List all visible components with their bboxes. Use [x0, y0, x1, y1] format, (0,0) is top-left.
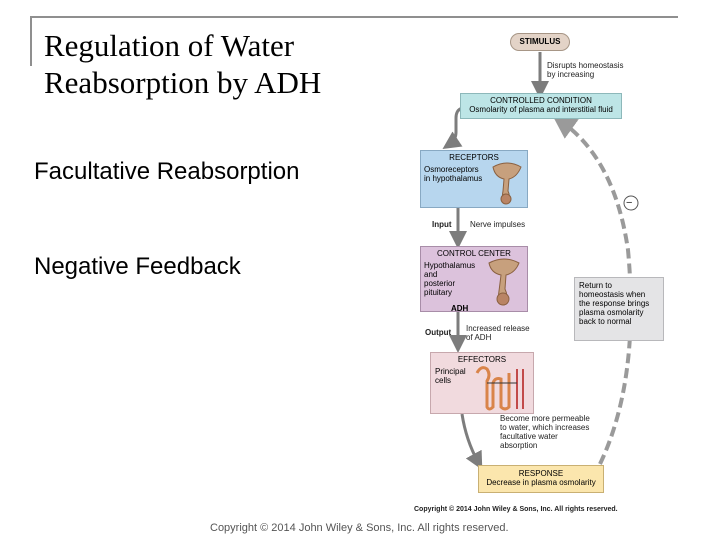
effectors-line-2: cells [435, 376, 452, 385]
control-line-1: Hypothalamus [424, 261, 476, 270]
return-line-2: homeostasis when [579, 290, 646, 299]
permeable-line-2: to water, which increases [500, 423, 590, 432]
feedback-arrow [552, 115, 633, 465]
receptors-title: RECEPTORS [449, 153, 499, 162]
arrow-to-receptors [442, 106, 463, 149]
slide-footer: Copyright © 2014 John Wiley & Sons, Inc.… [210, 522, 509, 534]
input-text: Nerve impulses [470, 220, 526, 229]
minus-sign: − [626, 197, 633, 209]
return-line-4: plasma osmolarity [579, 308, 644, 317]
stimulus-pill: STIMULUS [510, 33, 570, 51]
kidney-tubule-illustration [475, 366, 524, 411]
permeable-line-3: facultative water [500, 432, 558, 441]
adh-label: ADH [451, 304, 469, 313]
control-center-box: CONTROL CENTER Hypothalamus and posterio… [420, 246, 528, 313]
control-line-4: pituitary [424, 288, 453, 297]
effectors-text: Principal cells [435, 367, 529, 385]
title-frame-top [30, 16, 678, 18]
return-line-5: back to normal [579, 317, 632, 326]
permeable-text: Become more permeable to water, which in… [500, 414, 590, 450]
effectors-title: EFFECTORS [457, 355, 507, 364]
title-line-2: Reabsorption by ADH [44, 65, 322, 100]
disrupts-text: Disrupts homeostasis by increasing [547, 61, 623, 79]
output-line-2: of ADH [466, 333, 492, 342]
control-line-3: posterior [424, 279, 456, 288]
pituitary-illustration [488, 258, 520, 306]
output-text: Increased release of ADH [466, 324, 530, 342]
title-line-1: Regulation of Water [44, 28, 295, 63]
receptors-line-2: in hypothalamus [424, 174, 483, 183]
receptors-text: Osmoreceptors in hypothalamus [424, 165, 524, 183]
control-line-2: and [424, 270, 438, 279]
slide-title: Regulation of Water Reabsorption by ADH [44, 27, 321, 101]
output-label: Output [425, 328, 452, 337]
permeable-line-1: Become more permeable [500, 414, 590, 423]
effectors-box: EFFECTORS Principal cells [430, 352, 534, 414]
response-box: RESPONSE Decrease in plasma osmolarity [478, 465, 604, 493]
return-line-1: Return to [579, 281, 612, 290]
control-center-text: Hypothalamus and posterior pituitary [424, 261, 524, 297]
controlled-condition-title: CONTROLLED CONDITION [490, 96, 592, 105]
input-label: Input [432, 220, 452, 229]
response-title: RESPONSE [518, 469, 564, 478]
minus-circle [623, 195, 639, 211]
disrupts-line-1: Disrupts homeostasis [547, 61, 624, 70]
arrow-to-response [460, 413, 483, 470]
controlled-condition-box: CONTROLLED CONDITION Osmolarity of plasm… [460, 93, 622, 119]
effectors-line-1: Principal [435, 367, 466, 376]
controlled-condition-text: Osmolarity of plasma and interstitial fl… [469, 105, 613, 114]
return-homeostasis-box: Return to homeostasis when the response … [574, 277, 664, 341]
response-text: Decrease in plasma osmolarity [486, 478, 596, 487]
diagram-copyright: Copyright © 2014 John Wiley & Sons, Inc.… [414, 506, 618, 513]
output-line-1: Increased release [466, 324, 530, 333]
receptors-box: RECEPTORS Osmoreceptors in hypothalamus [420, 150, 528, 208]
bullet-facultative: Facultative Reabsorption [34, 158, 300, 185]
bullet-negative-feedback: Negative Feedback [34, 253, 241, 280]
return-line-3: the response brings [579, 299, 650, 308]
control-center-title: CONTROL CENTER [437, 249, 511, 258]
hypothalamus-illustration [492, 162, 522, 205]
permeable-line-4: absorption [500, 441, 538, 450]
title-frame-left [30, 16, 32, 66]
receptors-line-1: Osmoreceptors [424, 165, 479, 174]
disrupts-line-2: by increasing [547, 70, 595, 79]
